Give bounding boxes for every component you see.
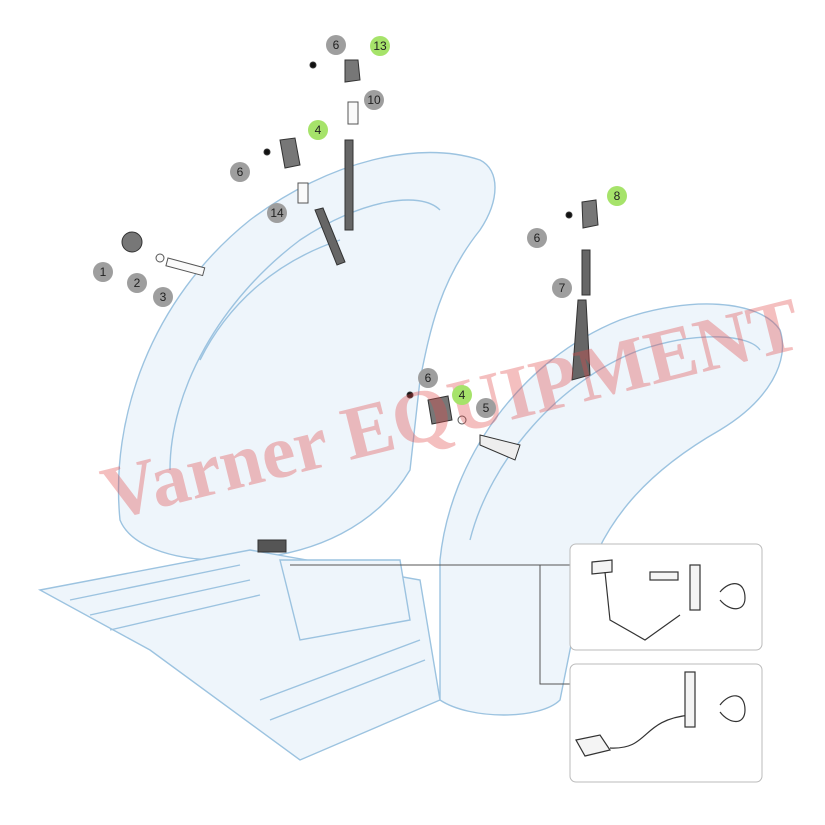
small-parts (155, 101, 467, 425)
callout-circle (552, 278, 572, 298)
knob-4-mid (427, 395, 453, 425)
inset-detail-2 (569, 663, 763, 783)
callout-circle (267, 203, 287, 223)
callout-circle (476, 398, 496, 418)
pedal-pad (257, 539, 287, 553)
callout-5: 5 (476, 398, 496, 418)
knob-1 (121, 231, 143, 253)
lever-14-rod (314, 207, 346, 266)
lever-7-rod (581, 249, 591, 296)
callout-2: 2 (127, 273, 147, 293)
tractor-body (37, 151, 784, 761)
knob-8 (581, 199, 599, 229)
callout-label: 6 (534, 231, 541, 245)
callout-circle (127, 273, 147, 293)
callout-label: 6 (237, 165, 244, 179)
levers (257, 139, 591, 553)
callout-10: 10 (364, 90, 384, 110)
inset-detail-1 (569, 543, 763, 651)
callout-6: 6 (326, 35, 346, 55)
callout-4: 4 (452, 385, 472, 405)
pedal-lever (479, 434, 521, 461)
callout-label: 6 (425, 371, 432, 385)
callout-circle (527, 228, 547, 248)
callout-label: 14 (270, 206, 284, 220)
washer-5 (457, 415, 467, 425)
callout-3: 3 (153, 287, 173, 307)
callout-circle (93, 262, 113, 282)
callouts: 1 2 3 4 4 5 6 6 6 6 7 8 10 13 14 (93, 35, 627, 418)
callout-6: 6 (527, 228, 547, 248)
callout-4: 4 (308, 120, 328, 140)
bushing-10 (347, 101, 359, 125)
callout-label: 5 (483, 401, 490, 415)
callout-13: 13 (370, 36, 390, 56)
callout-8: 8 (607, 186, 627, 206)
callout-label: 13 (373, 39, 387, 53)
callout-6: 6 (230, 162, 250, 182)
callout-label: 2 (134, 276, 141, 290)
pin-3 (165, 257, 206, 277)
callout-label: 4 (315, 123, 322, 137)
leader-lines (290, 564, 570, 685)
callout-label: 3 (160, 290, 167, 304)
callout-circle (418, 368, 438, 388)
callout-circle (308, 120, 328, 140)
bushing-14 (297, 182, 309, 204)
knobs (121, 59, 599, 425)
callout-circle (364, 90, 384, 110)
callout-circle (326, 35, 346, 55)
callout-circle (370, 36, 390, 56)
callout-circle (153, 287, 173, 307)
callout-label: 4 (459, 388, 466, 402)
callout-label: 7 (559, 281, 566, 295)
callout-6: 6 (418, 368, 438, 388)
callout-label: 1 (100, 265, 107, 279)
callout-circle (452, 385, 472, 405)
callout-1: 1 (93, 262, 113, 282)
lever-8-rod (571, 299, 591, 381)
callout-circle (230, 162, 250, 182)
knob-13 (344, 59, 361, 83)
knob-4-top (279, 137, 301, 169)
callout-circle (607, 186, 627, 206)
callout-14: 14 (267, 203, 287, 223)
callout-label: 6 (333, 38, 340, 52)
lever-10-rod (344, 139, 354, 231)
callout-label: 8 (614, 189, 621, 203)
washer-2 (155, 253, 165, 263)
callout-label: 10 (367, 93, 381, 107)
callout-7: 7 (552, 278, 572, 298)
